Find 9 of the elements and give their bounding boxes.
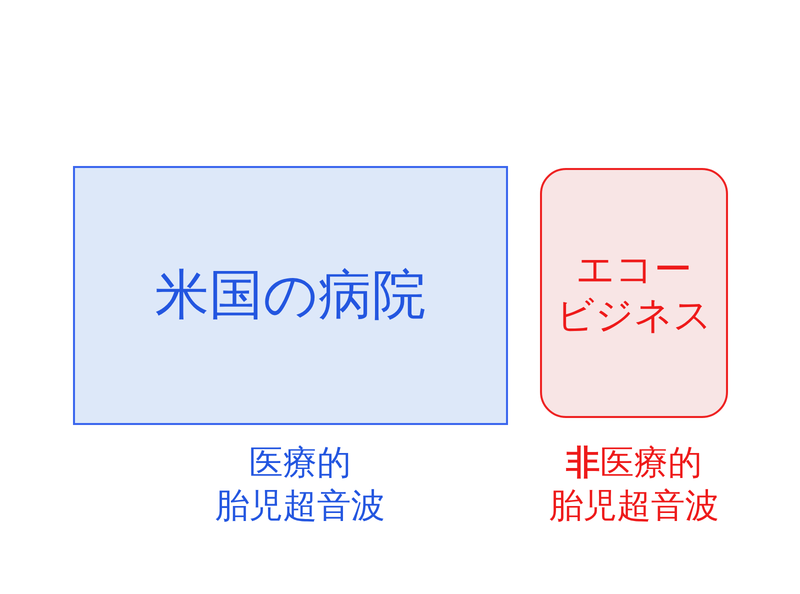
node-label: エコー	[576, 247, 692, 293]
caption-text: 非医療的	[566, 442, 702, 484]
rounded-box	[540, 168, 728, 418]
caption-text: 胎児超音波	[215, 484, 385, 527]
rectangle-box	[73, 166, 508, 425]
node-label: 米国の病院	[155, 263, 426, 328]
caption-text: 医療的	[249, 442, 351, 484]
node-label: ビジネス	[556, 293, 712, 339]
caption-text: 胎児超音波	[549, 484, 719, 527]
